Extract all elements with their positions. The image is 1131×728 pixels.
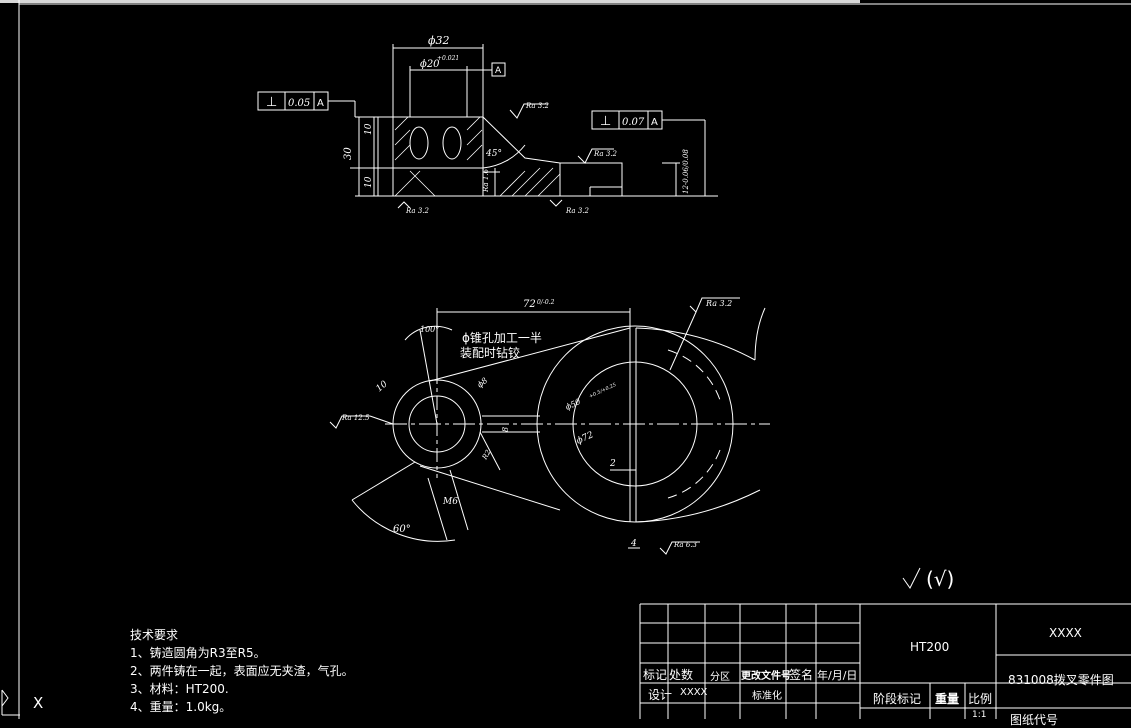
title-block-header-date: 年/月/日 [817, 669, 858, 682]
title-block-drawing-name: 831008拨叉零件图 [1008, 673, 1114, 687]
fcf-left-symbol: ⊥ [266, 95, 277, 110]
dim-slot: 12-0.06/0.08 [682, 149, 690, 194]
dim-bore-tolerance: +0.021 [437, 55, 459, 62]
ucs-x-label: X [33, 694, 43, 712]
rough-top-view-vertical: Ra 1.6 [482, 168, 490, 193]
fcf-right-symbol: ⊥ [600, 114, 611, 129]
rough-front-top: Ra 3.2 [705, 299, 732, 308]
dim-center-tolerance: 0/-0.2 [537, 299, 555, 306]
rough-front-bottom: Ra 6.3 [673, 541, 698, 549]
dim-height-total: 30 [343, 147, 354, 160]
dim-center-distance: 72 [523, 299, 536, 310]
title-block-stage-label: 阶段标记 [873, 692, 922, 706]
dim-width-label: ϕ32 [428, 34, 450, 47]
note-taper-hole-1: ϕ锥孔加工一半 [462, 331, 542, 345]
title-block-grid [639, 603, 1131, 719]
dim-10-front: 10 [375, 379, 390, 394]
dim-outer-72: ϕ72 [575, 430, 595, 447]
rough-top-view-right-bottom: Ra 3.2 [565, 207, 590, 215]
window-top-strip [0, 0, 860, 3]
dim-bore-label: ϕ20 [420, 59, 440, 70]
title-block-header-count: 处数 [669, 668, 694, 682]
title-block-scale-label: 比例 [968, 692, 993, 706]
title-block-material: HT200 [910, 640, 950, 654]
dim-hole-8: ϕ8 [476, 376, 490, 390]
dim-height-upper: 10 [364, 123, 374, 135]
title-block-header-zone: 分区 [710, 672, 730, 683]
dim-m6: M6 [442, 497, 458, 507]
tech-requirements-title: 技术要求 [130, 628, 179, 642]
angle-60: 60° [393, 524, 411, 535]
title-block-designer: XXXX [680, 687, 708, 698]
dim-r2: R2 [480, 448, 493, 462]
fcf-left-datum: A [317, 98, 324, 109]
dim-2: 2 [609, 459, 616, 469]
title-block-company: XXXX [1049, 626, 1082, 640]
rough-top-view-mid: Ra 3.2 [593, 150, 618, 158]
title-block-weight-label: 重量 [935, 692, 960, 706]
angle-100: 100° [420, 325, 439, 334]
rough-top-view-left-bottom: Ra 3.2 [405, 207, 430, 215]
dim-4: 4 [630, 539, 637, 549]
title-block-header-sign: 签名 [789, 668, 814, 682]
tech-requirement-item: 3、材料：HT200. [130, 682, 229, 696]
ucs-icon [1, 689, 20, 716]
fcf-right-value: 0.07 [622, 117, 645, 128]
title-block-header-doc: 更改文件号 [741, 671, 791, 682]
title-block-drawing-no-label: 图纸代号 [1010, 713, 1059, 727]
default-roughness-symbol [902, 567, 921, 589]
title-block-standard-label: 标准化 [752, 691, 782, 702]
dim-height-lower: 10 [364, 176, 374, 188]
fcf-right-datum: A [651, 117, 658, 128]
fcf-left-value: 0.05 [288, 98, 310, 109]
dim-bore-50: ϕ50 [564, 397, 582, 412]
tech-requirement-item: 1、铸造圆角为R3至R5。 [130, 646, 266, 660]
tech-requirement-item: 2、两件铸在一起，表面应无夹渣，气孔。 [130, 664, 354, 678]
front-view [329, 297, 770, 555]
title-block-scale-value: 1:1 [972, 710, 987, 720]
tech-requirement-item: 4、重量：1.0kg。 [130, 700, 232, 714]
rough-front-left: Ra 12.5 [341, 414, 370, 422]
note-taper-hole-2: 装配时钻铰 [460, 345, 520, 360]
top-view [257, 44, 718, 209]
datum-a-label: A [495, 66, 502, 76]
tech-requirements: 技术要求 1、铸造圆角为R3至R5。 2、两件铸在一起，表面应无夹渣，气孔。 3… [130, 626, 354, 716]
default-roughness: (√) [926, 567, 954, 591]
title-block-header-mark: 标记 [643, 668, 668, 682]
dim-8: 8 [501, 427, 510, 432]
title-block-design-label: 设计 [648, 688, 673, 702]
angle-45: 45° [485, 149, 502, 159]
rough-top-view-top: Ra 3.2 [525, 102, 550, 110]
dim-bore-50-tol: +0.5/+0.25 [588, 382, 617, 400]
